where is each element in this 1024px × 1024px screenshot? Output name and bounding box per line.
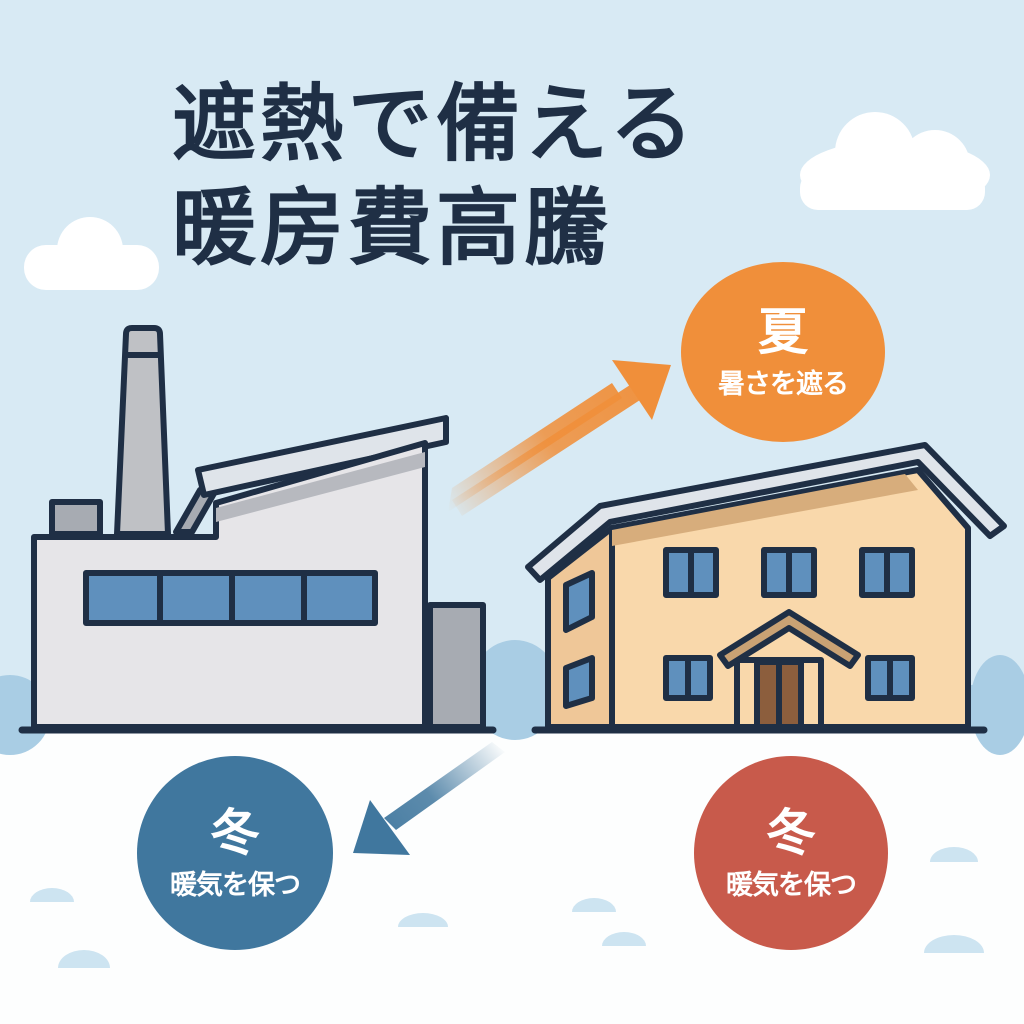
winter-caption-house: 暖気を保つ	[726, 870, 857, 901]
summer-caption: 暑さを遮る	[718, 369, 849, 400]
summer-season-label: 夏	[758, 303, 808, 361]
snow-mounds	[30, 847, 984, 968]
cloud-icon-right	[800, 112, 990, 210]
summer-badge: 夏 暑さを遮る	[681, 262, 885, 442]
arrow-up-right-icon	[448, 360, 671, 516]
winter-season-label-house: 冬	[766, 804, 816, 862]
title-line-1: 遮熱で備える	[172, 75, 698, 173]
title-line-2: 暖房費高騰	[172, 179, 613, 277]
winter-caption-factory: 暖気を保つ	[170, 870, 301, 901]
page-title: 遮熱で備える 暖房費高騰	[172, 72, 697, 280]
arrow-down-left-icon	[353, 742, 505, 855]
winter-season-label-factory: 冬	[210, 804, 260, 862]
factory-illustration	[18, 325, 497, 734]
house-illustration	[525, 442, 1007, 734]
cloud-icon-left	[24, 217, 159, 290]
winter-badge-house: 冬 暖気を保つ	[694, 756, 888, 950]
winter-badge-factory: 冬 暖気を保つ	[137, 756, 333, 950]
